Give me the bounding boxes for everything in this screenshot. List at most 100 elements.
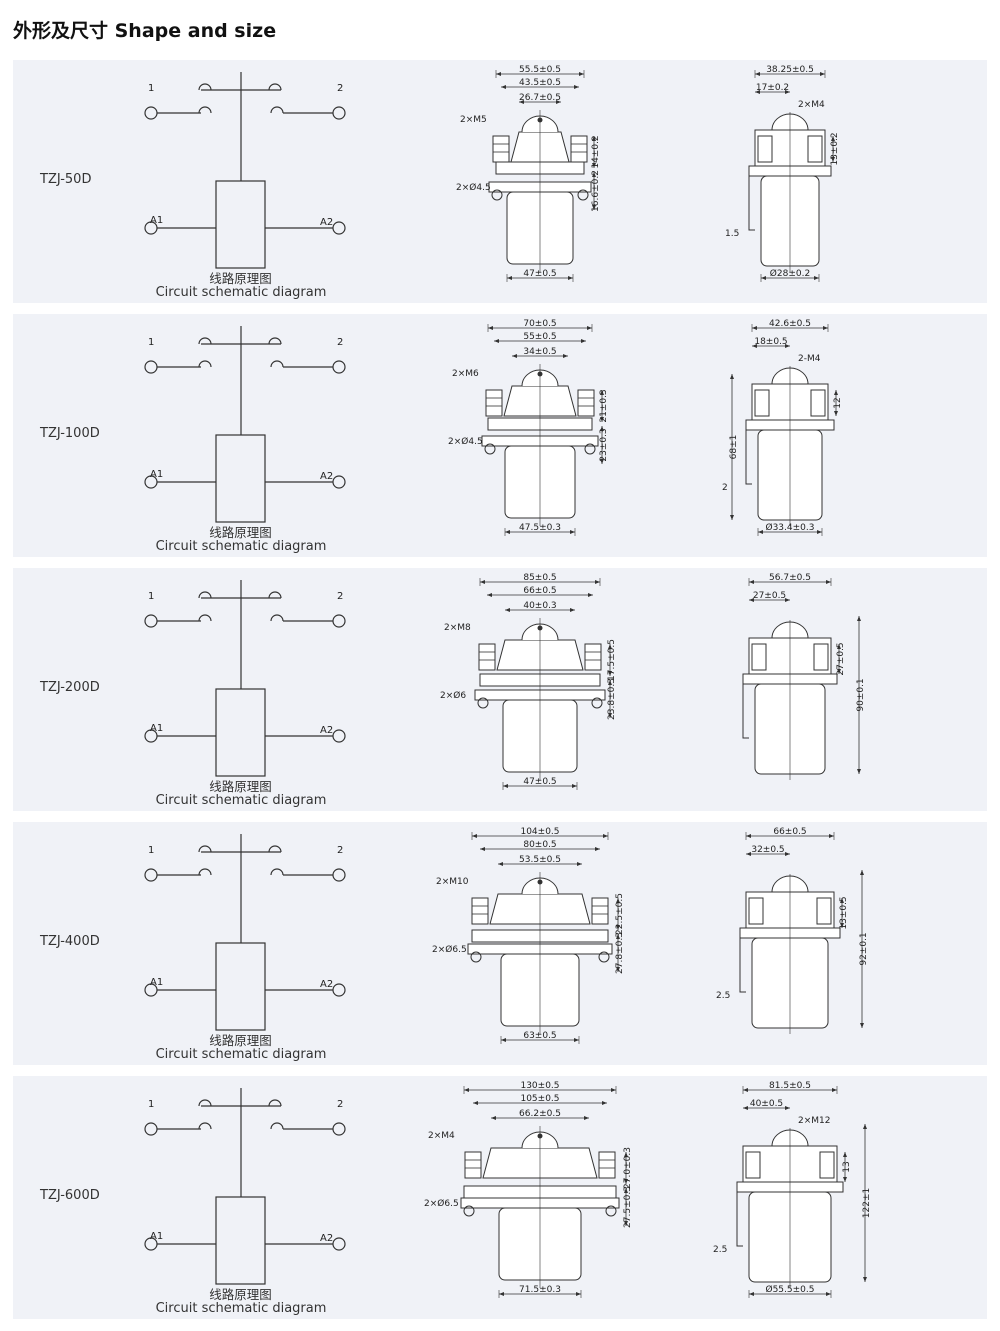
side-small-label: 1.5 xyxy=(725,229,739,239)
dimension-label: 18±0.5 xyxy=(754,337,787,347)
schematic-caption-cn: 线路原理图 xyxy=(209,1287,272,1302)
contact-label-1: 1 xyxy=(148,845,154,856)
dimension-label: 47±0.5 xyxy=(523,777,556,787)
terminal-1 xyxy=(144,360,158,374)
contact-label-2: 2 xyxy=(337,591,343,602)
contact-label-2: 2 xyxy=(337,845,343,856)
dimension-label: 105±0.5 xyxy=(520,1094,559,1104)
terminal-2 xyxy=(332,868,346,882)
side-view: 66±0.532±0.592±0.113±0.52.5 xyxy=(716,827,869,1034)
mount-hole-left xyxy=(491,189,503,201)
coil-box xyxy=(215,1196,266,1285)
side-terminal-stud xyxy=(751,643,767,671)
model-name: TZJ-400D xyxy=(40,934,100,949)
dimension-label: 47.5±0.3 xyxy=(519,523,561,533)
dimension-label: 16.6±0.2 xyxy=(591,170,601,212)
dimension-label: 22.5±0.5 xyxy=(615,893,625,935)
contact-arc-bottom xyxy=(198,1122,284,1130)
dimension-label: 92±0.1 xyxy=(859,932,869,965)
model-name: TZJ-50D xyxy=(40,172,92,187)
dimension-label: 17±0.2 xyxy=(756,83,789,93)
page-title: 外形及尺寸 Shape and size xyxy=(13,20,277,42)
dimension-label: 27.0±0.3 xyxy=(623,1147,633,1189)
dimension-arrow xyxy=(746,852,790,856)
coil-box xyxy=(215,942,266,1031)
terminal-a2 xyxy=(332,475,346,489)
coil-box xyxy=(215,688,266,777)
dimension-label: 12 xyxy=(833,397,843,408)
dimension-label: 55.5±0.5 xyxy=(519,65,561,75)
thread-label: 2×M5 xyxy=(460,115,487,125)
side-terminal-stud xyxy=(813,643,829,671)
mount-hole-left xyxy=(463,1205,475,1217)
dimension-label: 85±0.5 xyxy=(523,573,556,583)
side-terminal-stud xyxy=(745,1151,761,1179)
thread-label: 2×M10 xyxy=(436,877,469,887)
dimension-label: 56.7±0.5 xyxy=(769,573,811,583)
dimension-label: 27.8±0.3 xyxy=(615,932,625,974)
thread-label: 2×M4 xyxy=(428,1131,455,1141)
contact-arc-top xyxy=(198,1099,282,1107)
dimension-label: 63±0.5 xyxy=(523,1031,556,1041)
contact-label-1: 1 xyxy=(148,337,154,348)
terminal-a1 xyxy=(144,729,158,743)
dimension-label: 104±0.5 xyxy=(520,827,559,837)
terminal-stud xyxy=(570,135,588,163)
dimension-label: Ø28±0.2 xyxy=(770,268,810,279)
coil-label-a2: A2 xyxy=(320,725,333,736)
terminal-stud xyxy=(464,1151,482,1179)
terminal-a1 xyxy=(144,1237,158,1251)
mount-hole-right xyxy=(591,697,603,709)
coil-label-a1: A1 xyxy=(150,469,163,480)
dimension-label: Ø55.5±0.5 xyxy=(766,1284,815,1295)
front-view: 130±0.5105±0.566.2±0.571.5±0.32×M42×Ø6.5… xyxy=(424,1081,633,1298)
side-thread-label: 2×M12 xyxy=(798,1116,830,1126)
dimension-label: 27±0.5 xyxy=(753,591,786,601)
terminal-1 xyxy=(144,868,158,882)
side-thread-label: 2-M4 xyxy=(798,354,821,364)
schematic-caption-cn: 线路原理图 xyxy=(209,779,272,794)
contact-label-2: 2 xyxy=(337,1099,343,1110)
side-terminal-stud xyxy=(810,389,826,417)
side-thread-label: 2×M4 xyxy=(798,100,825,110)
dimension-label: 68±1 xyxy=(729,435,739,460)
dimension-label: 40±0.3 xyxy=(523,601,556,611)
terminal-stud xyxy=(584,643,602,671)
contact-arc-bottom xyxy=(198,868,284,876)
dimension-label: 27.5±0.3 xyxy=(623,1186,633,1228)
mount-hole-left xyxy=(477,697,489,709)
side-small-label: 2.5 xyxy=(713,1245,727,1255)
hole-label: 2×Ø4.5 xyxy=(456,182,491,193)
hole-label: 2×Ø6.5 xyxy=(424,1198,459,1209)
terminal-a2 xyxy=(332,1237,346,1251)
side-small-label: 2.5 xyxy=(716,991,730,1001)
mount-hole-left xyxy=(470,951,482,963)
side-terminal-stud xyxy=(757,135,773,163)
terminal-2 xyxy=(332,106,346,120)
dimension-label: 70±0.5 xyxy=(523,319,556,329)
terminal-2 xyxy=(332,614,346,628)
mount-hole-right xyxy=(584,443,596,455)
terminal-1 xyxy=(144,106,158,120)
contact-label-1: 1 xyxy=(148,1099,154,1110)
model-name: TZJ-200D xyxy=(40,680,100,695)
dimension-arrow xyxy=(749,598,790,602)
terminal-a2 xyxy=(332,729,346,743)
dimension-label: 66.2±0.5 xyxy=(519,1109,561,1119)
terminal-a1 xyxy=(144,475,158,489)
terminal-a1 xyxy=(144,983,158,997)
contact-arc-top xyxy=(198,337,282,345)
dimension-label: 53.5±0.5 xyxy=(519,855,561,865)
side-bracket xyxy=(748,176,755,231)
terminal-2 xyxy=(332,360,346,374)
